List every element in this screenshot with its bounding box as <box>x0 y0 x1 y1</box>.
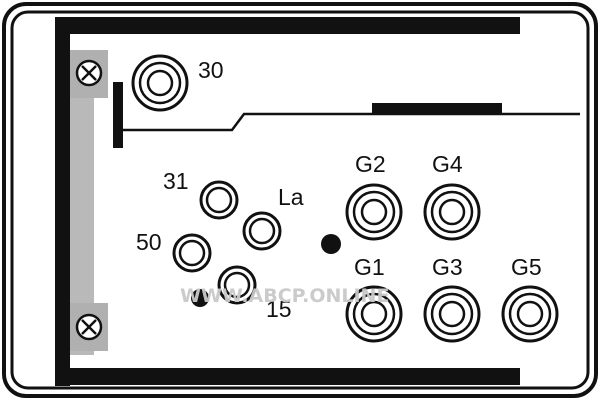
watermark-text: WWW.ABCP.ONLINE <box>180 285 389 307</box>
frame-top <box>55 17 520 34</box>
terminal-g3[interactable] <box>423 285 481 343</box>
terminal-label-la: La <box>278 184 304 210</box>
frame-left <box>55 17 70 386</box>
indicator-dot-small <box>191 289 209 307</box>
terminal-g2[interactable] <box>345 183 403 241</box>
terminal-label-g4: G4 <box>432 151 463 177</box>
indicator-dot <box>321 234 341 254</box>
terminal-label-g1: G1 <box>354 254 385 280</box>
divider-bar <box>372 103 502 113</box>
terminal-g1[interactable] <box>345 285 403 343</box>
terminal-label-g3: G3 <box>432 254 463 280</box>
divider-line <box>120 112 580 132</box>
terminal-label-g5: G5 <box>511 254 542 280</box>
inner-housing <box>10 10 590 390</box>
terminal-la[interactable] <box>242 211 282 251</box>
terminal-50[interactable] <box>172 233 212 273</box>
screw-top-icon <box>70 50 108 98</box>
screw-bottom-icon <box>70 303 108 351</box>
terminal-g4[interactable] <box>423 183 481 241</box>
terminal-15[interactable] <box>217 265 257 305</box>
terminal-label-g2: G2 <box>355 151 386 177</box>
terminal-label-31: 31 <box>163 168 189 194</box>
terminal-label-30: 30 <box>198 57 224 83</box>
terminal-30[interactable] <box>131 54 189 112</box>
terminal-g5[interactable] <box>501 285 559 343</box>
frame-bottom <box>55 368 520 385</box>
vertical-stop <box>113 82 123 148</box>
terminal-label-50: 50 <box>136 229 162 255</box>
terminal-31[interactable] <box>199 180 239 220</box>
terminal-label-15: 15 <box>266 296 292 322</box>
